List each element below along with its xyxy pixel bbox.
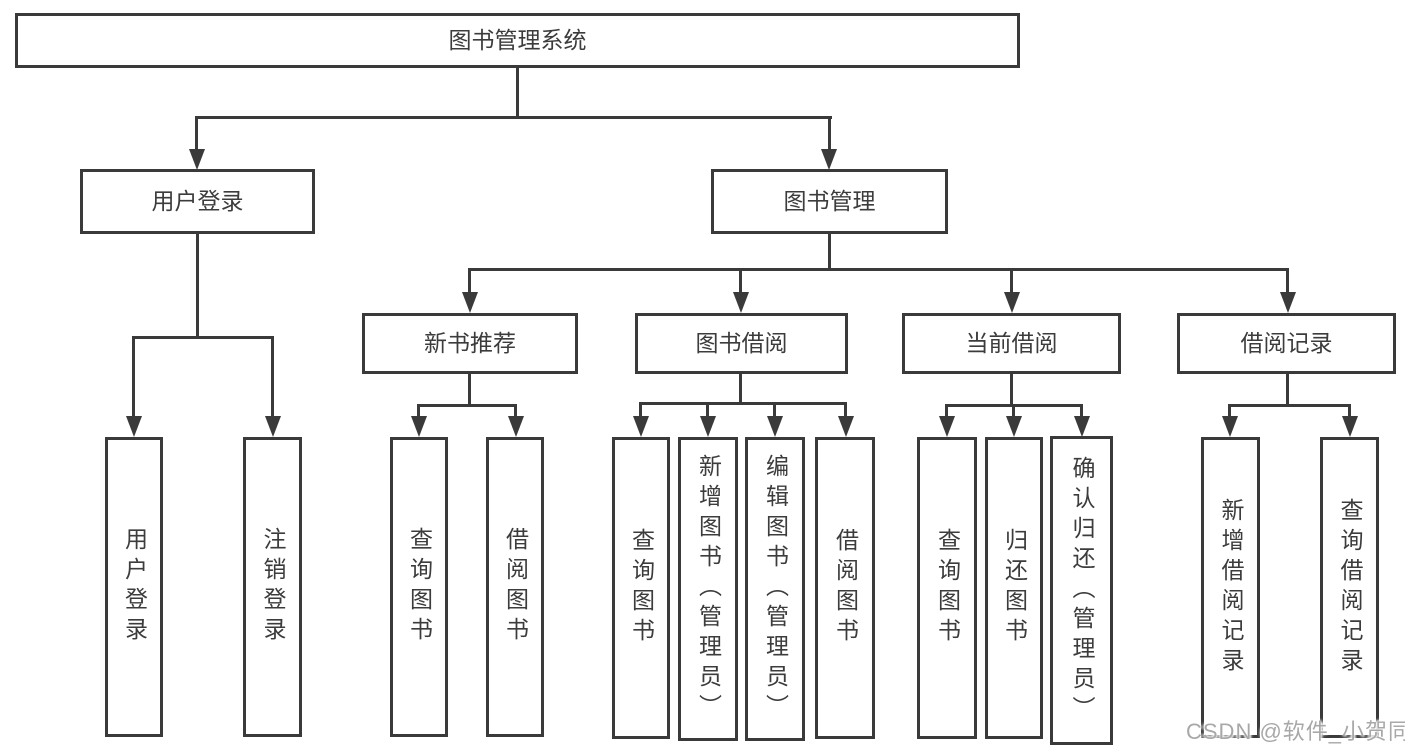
arrowhead-down-icon [1004, 292, 1020, 313]
leaf-logout: 注销登录 [243, 437, 302, 737]
arrowhead-down-icon [189, 149, 205, 170]
leaf-borrow-books-2: 借阅图书 [815, 437, 875, 739]
node-borrow-records: 借阅记录 [1177, 313, 1396, 374]
arrowhead-down-icon [838, 416, 854, 437]
leaf-edit-books-admin: 编辑图书（管理员） [745, 437, 805, 741]
connector [417, 404, 420, 418]
arrowhead-down-icon [1280, 292, 1296, 313]
leaf-add-books-admin: 新增图书（管理员） [678, 437, 738, 741]
connector [844, 402, 847, 418]
connector [639, 402, 642, 418]
connector [516, 68, 519, 119]
connector [739, 268, 742, 294]
csdn-watermark: CSDN @软件_小贺同学 [1186, 719, 1405, 744]
arrowhead-down-icon [633, 416, 649, 437]
connector [945, 404, 948, 418]
connector [1286, 374, 1289, 407]
connector [196, 234, 199, 339]
node-book-borrow: 图书借阅 [635, 313, 848, 374]
leaf-return-books: 归还图书 [985, 437, 1043, 739]
arrowhead-down-icon [126, 416, 142, 437]
connector [773, 402, 776, 418]
arrowhead-down-icon [462, 292, 478, 313]
leaf-query-borrow-record: 查询借阅记录 [1320, 437, 1379, 738]
node-book-management: 图书管理 [711, 169, 948, 234]
node-new-book-recommend: 新书推荐 [362, 313, 578, 374]
arrowhead-down-icon [265, 416, 281, 437]
arrowhead-down-icon [411, 416, 427, 437]
leaf-confirm-return-admin: 确认归还（管理员） [1050, 436, 1113, 745]
arrowhead-down-icon [939, 416, 955, 437]
connector [417, 404, 517, 407]
arrowhead-down-icon [508, 416, 524, 437]
connector [514, 404, 517, 418]
node-user-login: 用户登录 [80, 169, 315, 234]
connector [1012, 404, 1015, 418]
connector [132, 336, 135, 418]
connector [1348, 404, 1351, 418]
node-current-borrow: 当前借阅 [902, 313, 1121, 374]
arrowhead-down-icon [1342, 416, 1358, 437]
connector [1286, 268, 1289, 294]
leaf-query-books-1: 查询图书 [390, 437, 448, 737]
arrowhead-down-icon [821, 149, 837, 170]
connector [468, 268, 1289, 271]
arrowhead-down-icon [733, 292, 749, 313]
connector [739, 374, 742, 405]
arrowhead-down-icon [1222, 416, 1238, 437]
connector [468, 374, 471, 407]
leaf-add-borrow-record: 新增借阅记录 [1201, 437, 1260, 738]
connector [468, 268, 471, 294]
arrowhead-down-icon [1074, 416, 1090, 437]
connector [828, 234, 831, 271]
leaf-borrow-books-1: 借阅图书 [486, 437, 544, 737]
arrowhead-down-icon [1006, 416, 1022, 437]
connector [132, 336, 274, 339]
connector [639, 402, 847, 405]
connector [1010, 374, 1013, 407]
connector [271, 336, 274, 418]
connector [195, 116, 198, 151]
leaf-user-login: 用户登录 [105, 437, 163, 737]
connector [1228, 404, 1231, 418]
leaf-query-books-3: 查询图书 [917, 437, 977, 739]
node-root: 图书管理系统 [15, 13, 1020, 68]
connector [706, 402, 709, 418]
connector [1010, 268, 1013, 294]
connector [828, 116, 831, 151]
arrowhead-down-icon [700, 416, 716, 437]
connector [1228, 404, 1351, 407]
arrowhead-down-icon [767, 416, 783, 437]
connector [1080, 404, 1083, 418]
connector [195, 116, 832, 119]
leaf-query-books-2: 查询图书 [612, 437, 670, 739]
